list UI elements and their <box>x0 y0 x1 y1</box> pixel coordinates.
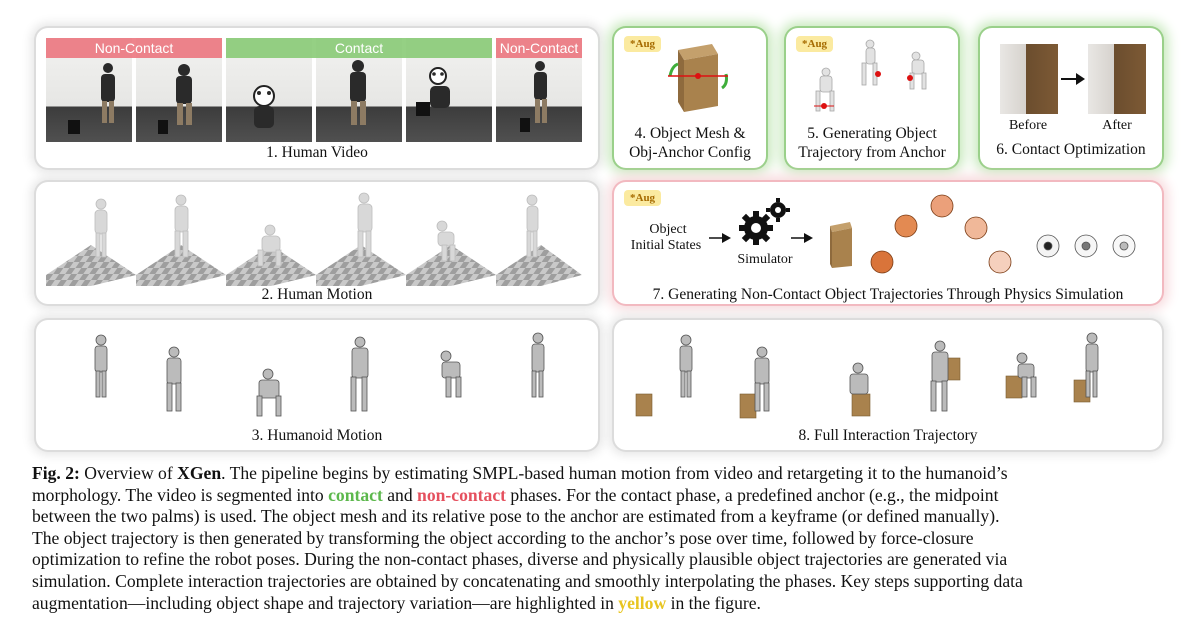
panel-full-interaction <box>614 320 1162 450</box>
contact-word: contact <box>328 484 383 505</box>
caption-line: optimization to refine the robot poses. … <box>32 549 1008 570</box>
caption-text: Overview of <box>79 463 178 483</box>
arrow-right-icon <box>1061 73 1085 85</box>
caption-line: augmentation—including object shape and … <box>32 593 1172 615</box>
aug-tag: *Aug <box>624 36 662 52</box>
panel-label-line2: Trajectory from Anchor <box>798 144 946 161</box>
contact-band: Contact <box>226 38 492 58</box>
panel-label: 1. Human Video <box>266 144 368 161</box>
arrow-right-icon <box>791 233 813 243</box>
yellow-word: yellow <box>618 592 667 613</box>
panel-label: 7. Generating Non-Contact Object Traject… <box>652 286 1124 303</box>
object-initial-states-line2: Initial States <box>630 238 702 253</box>
caption-text: in the figure. <box>666 592 761 613</box>
caption-line: Fig. 2: Overview of XGen. The pipeline b… <box>32 463 1172 485</box>
panel-label: 2. Human Motion <box>261 286 373 303</box>
fig-number: Fig. 2: <box>32 463 80 483</box>
before-image <box>1000 44 1058 114</box>
panel-humanoid-motion <box>36 320 598 450</box>
caption-line: between the two palms) is used. The obje… <box>32 506 1000 527</box>
caption-text: and <box>382 484 418 505</box>
noncontact-band: Non-Contact <box>46 38 222 58</box>
caption-text: morphology. The video is segmented into <box>32 484 329 505</box>
person-silhouettes <box>68 60 547 134</box>
gears-icon <box>739 198 790 245</box>
arrow-right-icon <box>709 233 731 243</box>
panel-physics-simulation <box>614 182 1162 304</box>
caption-line: morphology. The video is segmented into … <box>32 485 1172 507</box>
humanoid-robots <box>94 332 545 417</box>
noncontact-word: non-contact <box>417 484 506 505</box>
panel-label: 6. Contact Optimization <box>996 141 1146 158</box>
caption-line: simulation. Complete interaction traject… <box>32 570 1023 591</box>
caption-text: phases. For the contact phase, a predefi… <box>506 484 999 505</box>
checkerboard-floors <box>46 192 582 286</box>
simulator-label: Simulator <box>737 252 793 267</box>
panel-label-line2: Obj-Anchor Config <box>629 144 751 161</box>
after-image <box>1088 44 1146 114</box>
after-label: After <box>1102 118 1132 133</box>
panel-label: 3. Humanoid Motion <box>251 427 383 444</box>
interaction-robots <box>635 332 1099 419</box>
aug-tag: *Aug <box>624 190 662 206</box>
noncontact-band: Non-Contact <box>496 38 582 58</box>
caption-text: augmentation—including object shape and … <box>32 592 619 613</box>
object-box-icon <box>668 44 728 112</box>
aug-tag: *Aug <box>796 36 834 52</box>
caption-line: The object trajectory is then generated … <box>32 527 974 548</box>
panel-label-line1: 4. Object Mesh & <box>634 125 746 142</box>
before-label: Before <box>1008 118 1048 133</box>
panel-label: 8. Full Interaction Trajectory <box>798 427 978 444</box>
simulated-objects <box>830 194 1136 274</box>
figure-caption: Fig. 2: Overview of XGen. The pipeline b… <box>32 463 1172 614</box>
anchor-trajectory-figures <box>814 39 927 112</box>
object-initial-states-line1: Object <box>649 222 687 237</box>
caption-text: . The pipeline begins by estimating SMPL… <box>221 463 1008 483</box>
panel-label-line1: 5. Generating Object <box>807 125 937 142</box>
xgen-name: XGen <box>177 463 222 483</box>
